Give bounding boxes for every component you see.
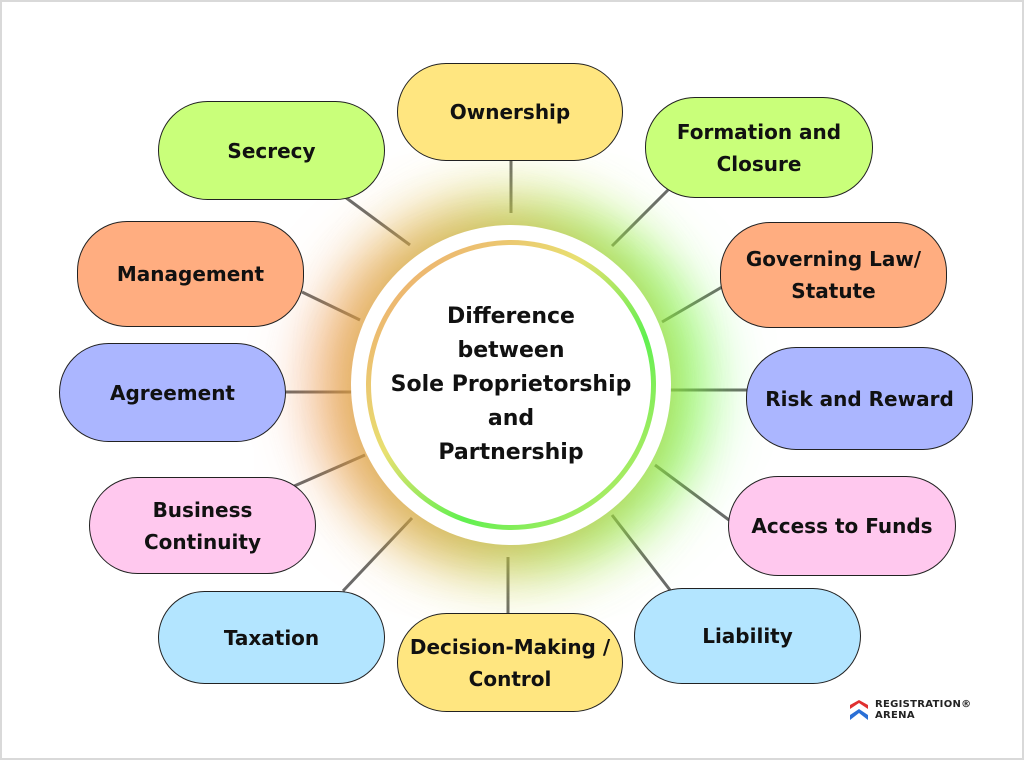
node-risk-and-reward: Risk and Reward (746, 347, 973, 450)
connector-continuity (291, 453, 366, 489)
center-title-line: Partnership (438, 440, 584, 465)
connector-taxation (341, 516, 414, 593)
center-title-line: Sole Proprietorship (390, 372, 632, 397)
node-secrecy: Secrecy (158, 101, 385, 200)
node-decision-making: Decision-Making / Control (397, 613, 623, 712)
connector-management (301, 290, 361, 322)
connector-secrecy (344, 195, 411, 247)
node-taxation: Taxation (158, 591, 385, 684)
node-business-continuity: Business Continuity (89, 477, 316, 574)
connector-formation (610, 188, 670, 248)
center-title-line: Difference (447, 304, 575, 329)
connector-liability (610, 514, 672, 591)
node-agreement: Agreement (59, 343, 286, 442)
node-access-to-funds: Access to Funds (728, 476, 956, 576)
logo-line-1: REGISTRATION® (875, 699, 972, 710)
center-circle: Difference between Sole Proprietorship a… (366, 240, 656, 530)
connector-governing (661, 285, 723, 324)
node-formation-and-closure: Formation and Closure (645, 97, 873, 198)
node-liability: Liability (634, 588, 861, 684)
connector-funds (654, 463, 730, 522)
node-management: Management (77, 221, 304, 327)
logo-line-2: ARENA (875, 710, 915, 721)
center-title-line: and (487, 406, 535, 431)
node-governing-law: Governing Law/ Statute (720, 222, 947, 328)
logo-chevron-icon (850, 700, 868, 720)
center-title-line: between (457, 338, 565, 363)
node-ownership: Ownership (397, 63, 623, 161)
registration-arena-logo: REGISTRATION® ARENA (849, 699, 971, 721)
